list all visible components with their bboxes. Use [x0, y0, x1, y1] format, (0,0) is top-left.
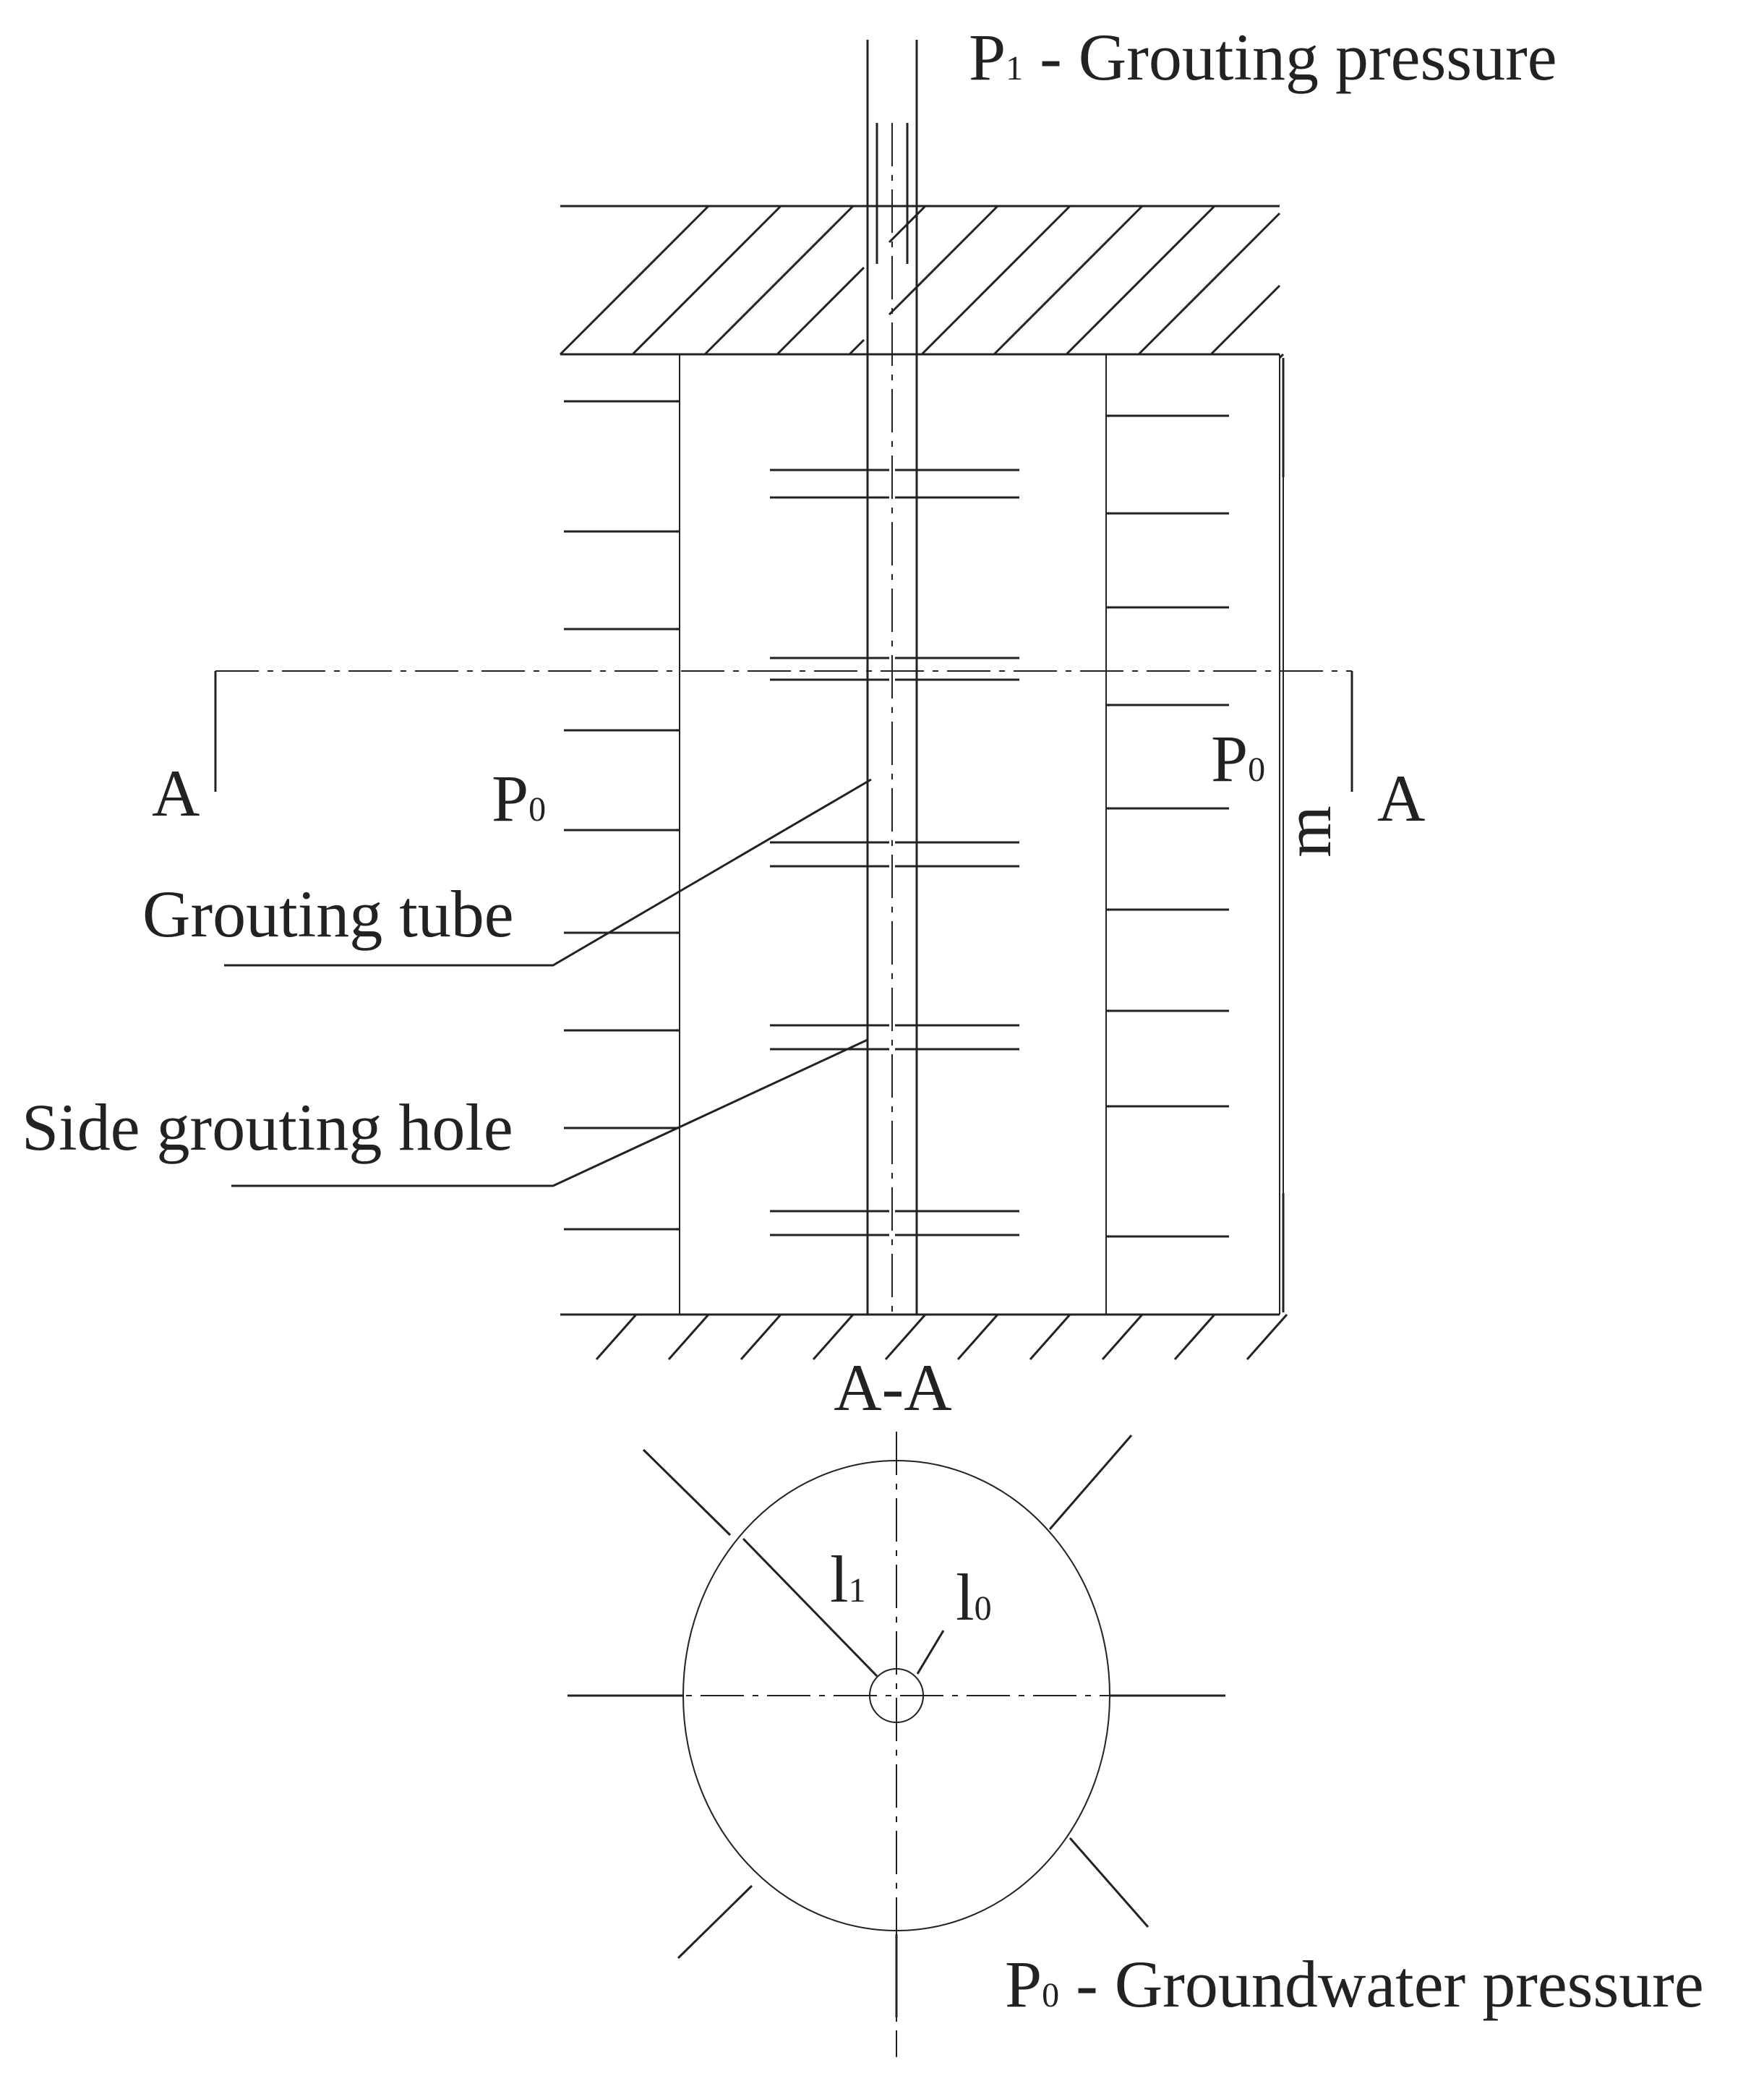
- side-grouting-hole-label: Side grouting hole: [22, 1090, 513, 1164]
- hatch-pattern: [920, 205, 1071, 356]
- hatch-pattern: [848, 338, 865, 356]
- hatch-pattern: [1209, 284, 1281, 356]
- groundwater-radial-arrow: [1069, 1837, 1149, 1928]
- hatch-pattern: [595, 1314, 638, 1360]
- hatch-pattern: [776, 266, 865, 356]
- hatch-pattern: [888, 205, 999, 316]
- section-title: A-A: [834, 1351, 952, 1424]
- section-mark-left: A: [152, 756, 200, 830]
- hatch-pattern: [631, 205, 782, 356]
- grouting-tube-leader: [224, 778, 872, 967]
- thickness-label: m: [1271, 806, 1345, 858]
- grouting-pressure-label: P1 - Grouting pressure: [969, 20, 1557, 94]
- hatch-pattern: [559, 205, 710, 356]
- radius-l0-arrow: [916, 1630, 945, 1675]
- hatch-pattern: [740, 1314, 782, 1360]
- radius-l1-arrow: [742, 1537, 878, 1678]
- hatch-pattern: [1101, 1314, 1144, 1360]
- hatch-pattern: [993, 205, 1144, 356]
- hatch-pattern: [1137, 212, 1281, 356]
- hatch-pattern: [884, 1314, 927, 1360]
- groundwater-radial-arrow: [642, 1448, 732, 1537]
- p0-left-label: P0: [492, 761, 546, 835]
- hatch-pattern: [1246, 1314, 1288, 1360]
- radius-outer-label: l1: [830, 1542, 866, 1616]
- section-mark-right: A: [1377, 761, 1425, 835]
- hatch-pattern: [667, 1314, 710, 1360]
- hatch-pattern: [812, 1314, 855, 1360]
- hatch-pattern: [1029, 1314, 1071, 1360]
- grouting-pressure-subscript: 1: [1006, 49, 1023, 87]
- radius-inner-label: l0: [956, 1560, 992, 1634]
- grouting-tube-label: Grouting tube: [142, 877, 514, 951]
- groundwater-radial-arrow: [1048, 1435, 1133, 1530]
- groundwater-pressure-label: P0 - Groundwater pressure: [1005, 1947, 1704, 2021]
- hatch-pattern: [1173, 1314, 1216, 1360]
- drawing-lines: [214, 40, 1353, 2057]
- hatch-pattern: [703, 205, 855, 356]
- hatch-pattern: [956, 1314, 999, 1360]
- side-hole-leader: [231, 1038, 868, 1187]
- groundwater-radial-arrow: [677, 1884, 753, 1960]
- hatch-pattern: [1065, 205, 1216, 356]
- p0-right-label: P0: [1211, 722, 1265, 795]
